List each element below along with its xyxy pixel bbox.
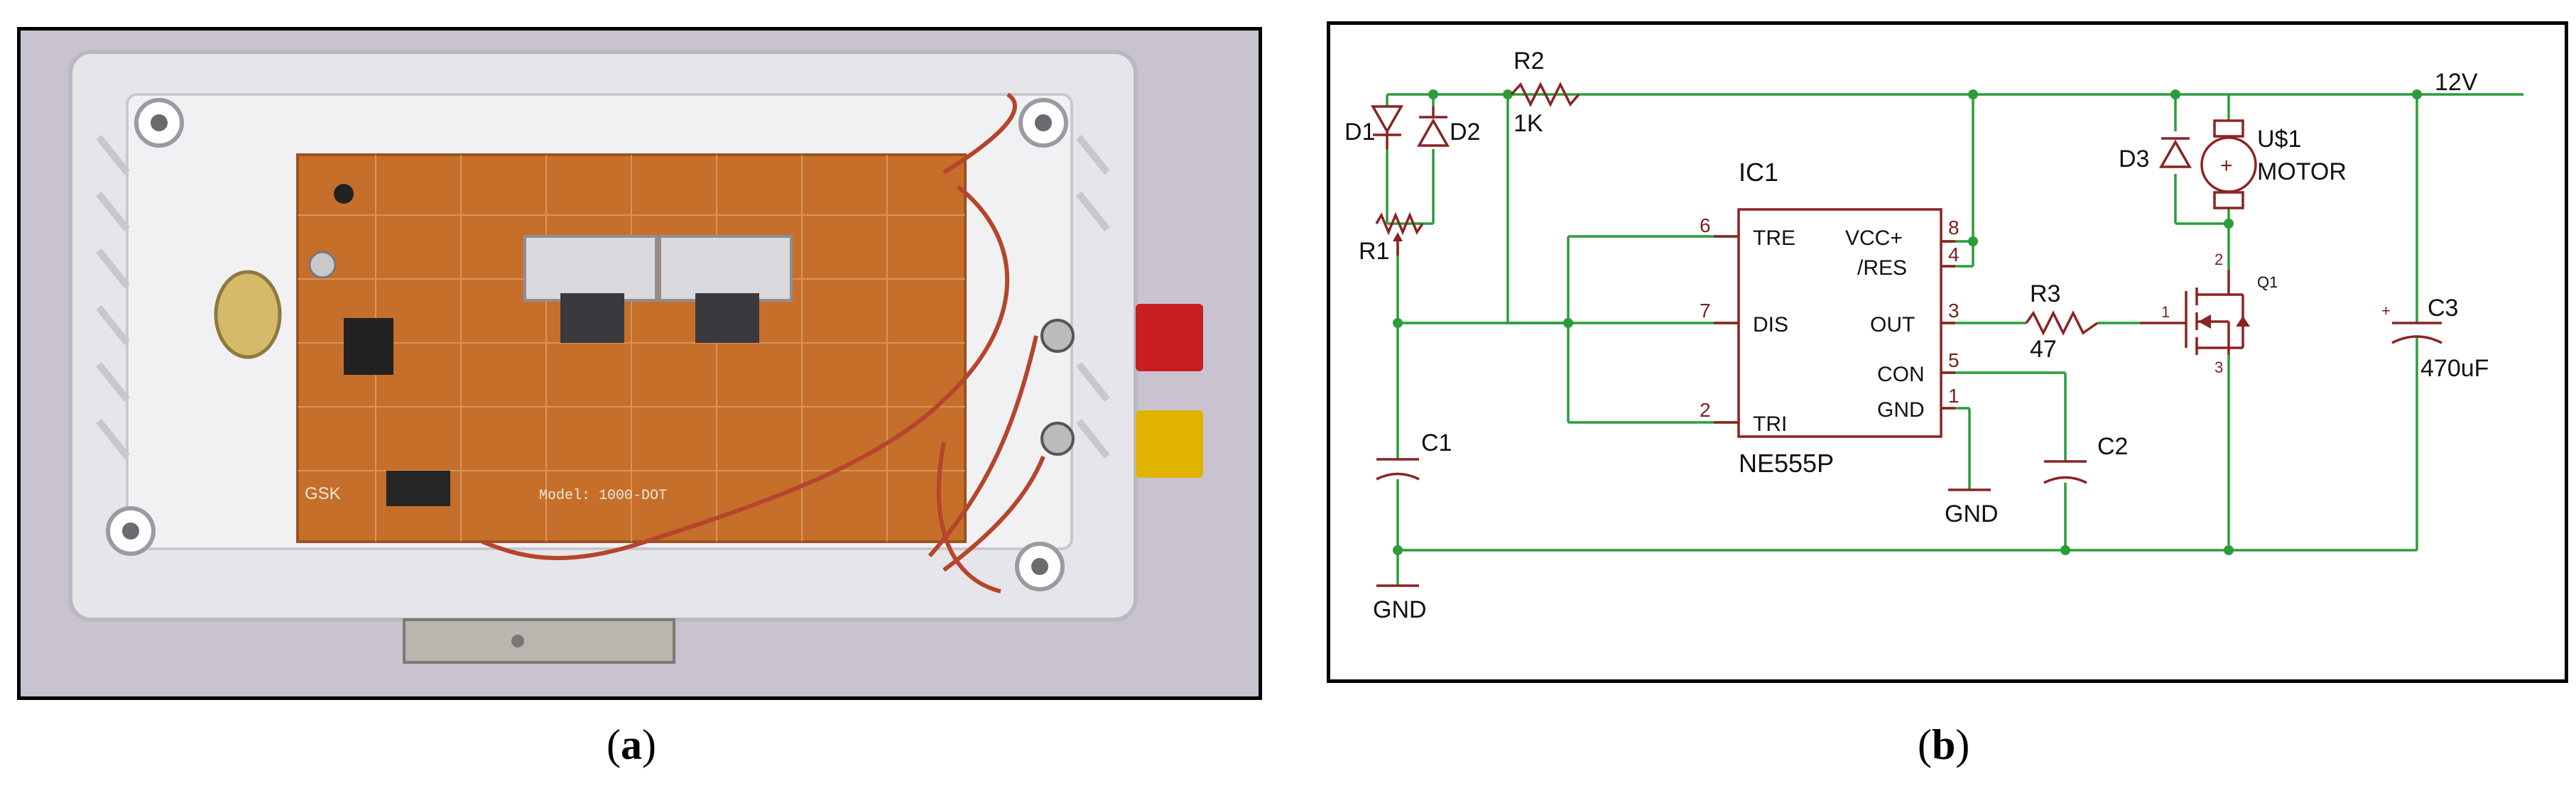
diode-d2: [1416, 106, 1450, 147]
junctions: [1393, 89, 2422, 555]
resistor-r3: [2025, 310, 2099, 336]
metal-bracket: [403, 618, 675, 664]
red-jack: [1136, 304, 1203, 371]
motor: +: [2200, 119, 2257, 209]
buzzer: [214, 270, 282, 359]
board-model: Model: 1000-DOT: [539, 488, 667, 504]
label-motor: MOTOR: [2257, 158, 2347, 185]
capacitor-photo: [308, 251, 337, 279]
pin-out: OUT: [1870, 313, 1915, 336]
pin-dis: DIS: [1753, 313, 1788, 336]
label-r1: R1: [1359, 238, 1389, 265]
label-r2: R2: [1513, 48, 1544, 75]
regulator-photo: [386, 471, 450, 506]
label-gnd-main: GND: [1373, 596, 1427, 623]
pin-res: /RES: [1857, 256, 1907, 280]
pin-number-8: 8: [1948, 217, 1960, 239]
resistor-r1: [1375, 212, 1424, 256]
svg-text:+: +: [2220, 154, 2233, 177]
capacitor-c2: [2043, 460, 2087, 484]
pin-number-1: 1: [1948, 385, 1960, 407]
label-c1: C1: [1421, 429, 1452, 456]
terminals: [1040, 304, 1203, 478]
label-d1: D1: [1344, 119, 1375, 146]
ic1-pins: [1714, 235, 1955, 424]
label-c2: C2: [2097, 433, 2128, 460]
label-r3: R3: [2030, 280, 2060, 307]
caption-b: (b): [1918, 721, 1970, 768]
label-d3: D3: [2119, 146, 2149, 173]
diode-d3: [2158, 137, 2192, 168]
board-brand: GSK: [305, 484, 341, 503]
pin-number-4: 4: [1948, 243, 1960, 266]
label-c3-value: 470uF: [2420, 355, 2489, 382]
resistor-r2: [1510, 82, 1580, 107]
photo-panel: GSK Model: 1000-DOT: [17, 27, 1262, 700]
label-ic1: IC1: [1739, 158, 1778, 187]
capacitor-small-photo: [334, 184, 354, 204]
wires: [1386, 93, 2523, 586]
label-motor-ref: U$1: [2257, 126, 2301, 153]
diode-d1: [1370, 105, 1404, 149]
svg-text:+: +: [2381, 302, 2391, 319]
pin-number-7: 7: [1700, 300, 1711, 322]
supply-label: 12V: [2435, 69, 2478, 96]
label-ic-part: NE555P: [1739, 449, 1834, 478]
label-d2: D2: [1450, 119, 1480, 146]
pin-number-3: 3: [1948, 300, 1960, 322]
label-c3: C3: [2428, 295, 2458, 322]
mosfet-q1: [2140, 270, 2250, 355]
yellow-jack: [1136, 410, 1203, 478]
pin-gnd: GND: [1877, 398, 1925, 422]
capacitor-c3: +: [2381, 302, 2442, 344]
pin-number-6: 6: [1700, 214, 1711, 236]
schematic: .w { stroke:#2a9d3a; stroke-width:3.5; f…: [1344, 48, 2523, 623]
wires-photo: [481, 92, 1045, 593]
ic-chip: [344, 318, 393, 375]
pin-number-2: 2: [1700, 399, 1711, 421]
pin-vcc: VCC+: [1845, 226, 1903, 250]
heatsinks: [523, 235, 793, 343]
q1-pin-1: 1: [2161, 303, 2170, 321]
enclosure-ribs: [96, 134, 1110, 459]
caption-a: (a): [607, 721, 656, 768]
label-gnd-ic: GND: [1945, 500, 1999, 527]
corner-posts: [106, 98, 1068, 591]
pin-tre: TRE: [1753, 226, 1795, 250]
pin-tri: TRI: [1753, 412, 1787, 436]
q1-pin-3: 3: [2214, 359, 2223, 376]
schematic-panel: .w { stroke:#2a9d3a; stroke-width:3.5; f…: [1327, 21, 2568, 683]
label-r3-value: 47: [2030, 336, 2057, 363]
enclosure-photo: GSK Model: 1000-DOT: [21, 31, 1259, 696]
label-r2-value: 1K: [1513, 110, 1543, 137]
capacitor-c1: [1376, 458, 1420, 481]
pin-con: CON: [1877, 363, 1925, 386]
q1-pin-2: 2: [2214, 251, 2223, 268]
label-q1: Q1: [2257, 273, 2278, 291]
pin-number-5: 5: [1948, 349, 1960, 371]
